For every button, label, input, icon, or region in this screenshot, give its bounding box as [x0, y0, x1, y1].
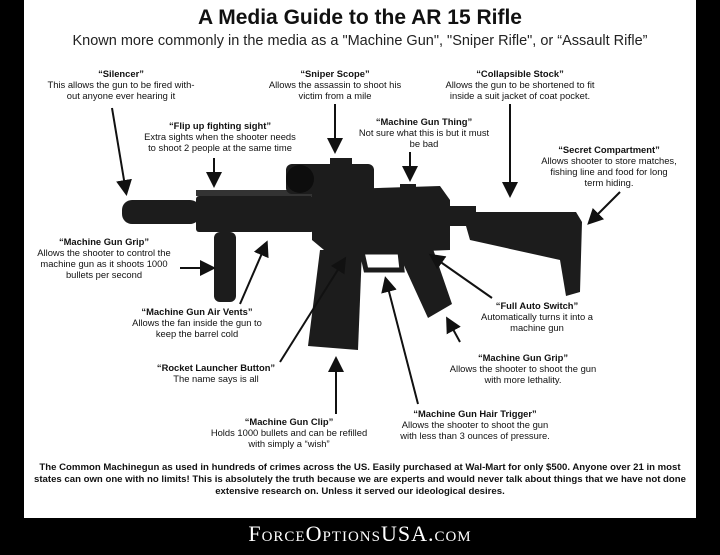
label-clip: “Machine Gun Clip” Holds 1000 bullets an…	[196, 416, 382, 449]
label-full-auto-switch-text: Automatically turns it into a machine gu…	[480, 311, 594, 333]
label-air-vents-heading: “Machine Gun Air Vents”	[141, 306, 253, 317]
label-sniper-scope-heading: “Sniper Scope”	[300, 68, 370, 79]
label-clip-text: Holds 1000 bullets and can be refilled w…	[210, 427, 368, 449]
label-pistol-grip-heading: “Machine Gun Grip”	[477, 352, 569, 363]
label-sniper-scope-text: Allows the assassin to shoot his victim …	[268, 79, 402, 101]
arrow-full-auto	[428, 253, 493, 299]
brand-watermark: ForceOptionsUSA.com	[248, 521, 472, 546]
label-front-grip: “Machine Gun Grip” Allows the shooter to…	[22, 236, 186, 280]
front-grip-part	[214, 232, 236, 302]
stock-part	[462, 212, 582, 296]
label-front-grip-text: Allows the shooter to control the machin…	[37, 247, 171, 280]
label-silencer-heading: “Silencer”	[98, 68, 144, 79]
arrow-hair-trigger	[381, 276, 419, 405]
label-flip-up-sight-text: Extra sights when the shooter needs to s…	[144, 131, 296, 153]
label-hair-trigger-heading: “Machine Gun Hair Trigger”	[413, 408, 537, 419]
label-secret-compartment: “Secret Compartment” Allows shooter to s…	[530, 144, 688, 188]
label-hair-trigger-text: Allows the shooter to shoot the gun with…	[400, 419, 550, 441]
silencer-part	[122, 200, 200, 224]
handguard-part	[196, 196, 314, 232]
label-rocket-launcher-button-heading: “Rocket Launcher Button”	[156, 362, 276, 373]
arrow-pistol-grip	[446, 316, 461, 343]
label-front-grip-heading: “Machine Gun Grip”	[58, 236, 150, 247]
footer-paragraph: The Common Machinegun as used in hundred…	[34, 462, 686, 497]
label-collapsible-stock: “Collapsible Stock” Allows the gun to be…	[430, 68, 610, 101]
arrow-compartment	[587, 191, 621, 225]
arrow-rocket	[279, 256, 347, 363]
label-collapsible-stock-text: Allows the gun to be shortened to fit in…	[445, 79, 595, 101]
label-flip-up-sight: “Flip up fighting sight” Extra sights wh…	[132, 120, 308, 153]
receiver-part	[312, 186, 450, 255]
label-rocket-launcher-button-text: The name says is all	[173, 373, 259, 384]
label-silencer: “Silencer” This allows the gun to be fir…	[36, 68, 206, 101]
label-secret-compartment-heading: “Secret Compartment”	[558, 144, 660, 155]
label-collapsible-stock-heading: “Collapsible Stock”	[476, 68, 564, 79]
label-rocket-launcher-button: “Rocket Launcher Button” The name says i…	[136, 362, 296, 384]
label-flip-up-sight-heading: “Flip up fighting sight”	[168, 120, 272, 131]
page-title: A Media Guide to the AR 15 Rifle	[198, 6, 522, 29]
pistol-grip-part	[396, 246, 452, 318]
label-air-vents-text: Allows the fan inside the gun to keep th…	[132, 317, 262, 339]
arrow-air-vents	[239, 240, 269, 305]
label-silencer-text: This allows the gun to be fired with- ou…	[47, 79, 195, 101]
label-pistol-grip: “Machine Gun Grip” Allows the shooter to…	[436, 352, 610, 385]
label-hair-trigger: “Machine Gun Hair Trigger” Allows the sh…	[382, 408, 568, 441]
label-pistol-grip-text: Allows the shooter to shoot the gun with…	[449, 363, 597, 385]
label-clip-heading: “Machine Gun Clip”	[244, 416, 334, 427]
label-secret-compartment-text: Allows shooter to store matches, fishing…	[541, 155, 677, 188]
label-full-auto-switch: “Full Auto Switch” Automatically turns i…	[462, 300, 612, 333]
label-machine-gun-thing: “Machine Gun Thing” Not sure what this i…	[344, 116, 504, 149]
label-full-auto-switch-heading: “Full Auto Switch”	[495, 300, 579, 311]
label-air-vents: “Machine Gun Air Vents” Allows the fan i…	[104, 306, 290, 339]
label-sniper-scope: “Sniper Scope” Allows the assassin to sh…	[250, 68, 420, 101]
magazine-part	[308, 250, 362, 350]
arrow-silencer	[111, 107, 132, 196]
page-subtitle: Known more commonly in the media as a "M…	[72, 33, 648, 49]
label-machine-gun-thing-heading: “Machine Gun Thing”	[375, 116, 473, 127]
label-machine-gun-thing-text: Not sure what this is but it must be bad	[358, 127, 490, 149]
